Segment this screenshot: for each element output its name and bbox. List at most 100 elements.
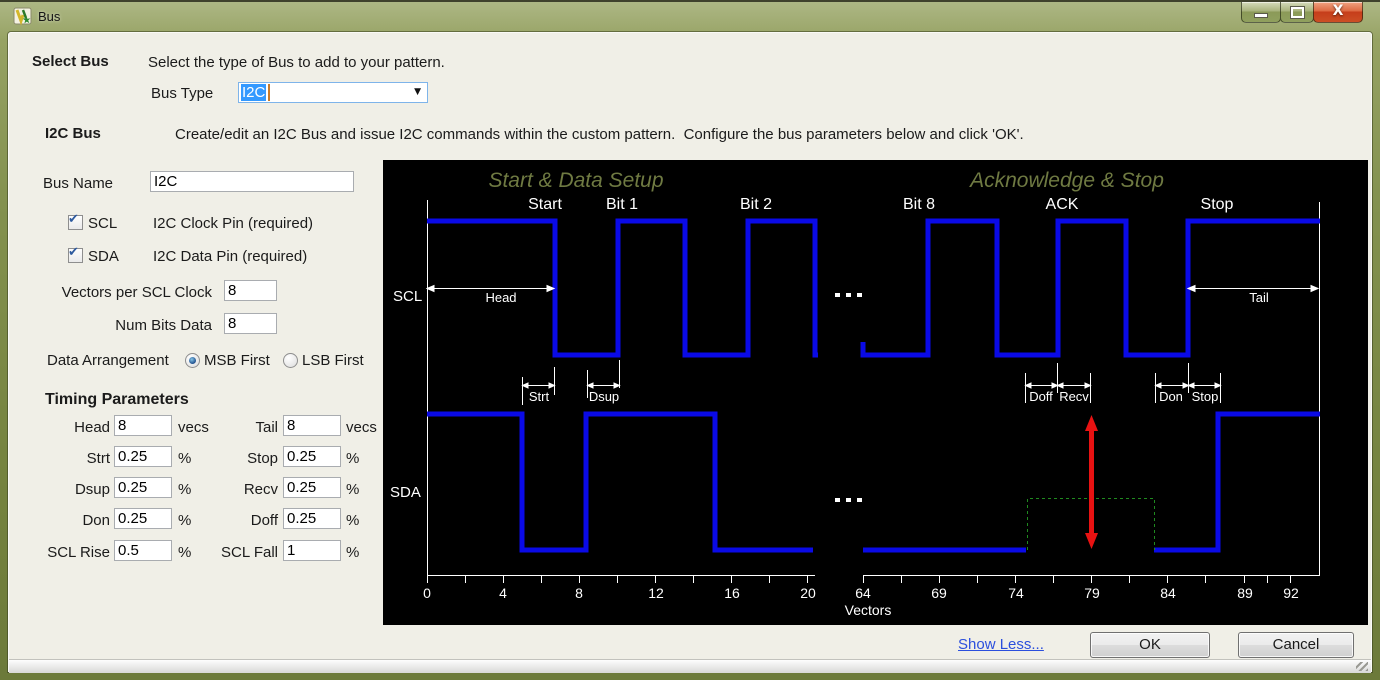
axis-tick-labels: 0 4 8 12 16 20 64 69 74 79 84 89 92 bbox=[423, 585, 1299, 601]
timing-input[interactable] bbox=[283, 446, 341, 467]
window-title: Bus bbox=[38, 9, 61, 24]
sda-waveform bbox=[427, 411, 1320, 553]
timing-label: Dsup bbox=[74, 481, 110, 498]
bus-type-combobox[interactable]: I2C ▼ bbox=[238, 82, 428, 103]
sda-description: I2C Data Pin (required) bbox=[153, 248, 308, 265]
sda-checkbox[interactable]: ✔ bbox=[68, 245, 83, 263]
minimize-icon bbox=[1254, 13, 1268, 18]
timing-label: Don bbox=[82, 512, 110, 529]
timing-label: Tail bbox=[255, 419, 278, 436]
axes bbox=[427, 200, 1320, 583]
section-title-left: Start & Data Setup bbox=[488, 169, 663, 192]
scl-description: I2C Clock Pin (required) bbox=[153, 215, 314, 232]
svg-text:8: 8 bbox=[575, 585, 583, 601]
close-icon: X bbox=[1332, 3, 1344, 19]
msb-first-radio[interactable] bbox=[185, 353, 200, 368]
timing-label: SCL Fall bbox=[221, 544, 278, 561]
timing-label: Head bbox=[74, 419, 110, 436]
timing-parameters-heading: Timing Parameters bbox=[45, 391, 189, 408]
svg-text:64: 64 bbox=[855, 585, 871, 601]
head-annotation: Head bbox=[485, 290, 516, 305]
checkbox-check-icon: ✔ bbox=[68, 212, 79, 227]
close-button[interactable]: X bbox=[1313, 2, 1363, 23]
tail-arrow bbox=[1186, 284, 1320, 293]
i2c-bus-description: Create/edit an I2C Bus and issue I2C com… bbox=[175, 126, 1024, 143]
timing-label: Recv bbox=[243, 481, 278, 498]
section-title-right: Acknowledge & Stop bbox=[968, 169, 1164, 192]
svg-text:79: 79 bbox=[1084, 585, 1100, 601]
waveform-panel: Start & Data Setup Acknowledge & Stop St… bbox=[383, 160, 1368, 625]
timing-unit: % bbox=[178, 481, 192, 498]
phase-label-bit8: Bit 8 bbox=[903, 196, 935, 213]
show-less-link[interactable]: Show Less... bbox=[958, 636, 1044, 653]
timing-unit: % bbox=[178, 450, 192, 467]
status-bar bbox=[9, 659, 1371, 673]
i2c-bus-heading: I2C Bus bbox=[45, 125, 101, 142]
timing-input[interactable] bbox=[114, 446, 172, 467]
strt-annotation: Strt bbox=[529, 389, 550, 404]
ok-button[interactable]: OK bbox=[1090, 632, 1210, 658]
timing-label: Doff bbox=[250, 512, 278, 529]
timing-input[interactable] bbox=[114, 508, 172, 529]
window-top-edge bbox=[0, 0, 1380, 2]
data-arrangement-label: Data Arrangement bbox=[47, 352, 169, 369]
phase-label-stop: Stop bbox=[1201, 196, 1234, 213]
minimize-button[interactable] bbox=[1241, 2, 1281, 23]
bus-type-selected-value: I2C bbox=[241, 84, 267, 101]
app-icon bbox=[13, 6, 33, 26]
doff-annotation: Doff bbox=[1029, 389, 1053, 404]
timing-input[interactable] bbox=[114, 477, 172, 498]
timing-label: SCL Rise bbox=[47, 544, 110, 561]
bus-name-label: Bus Name bbox=[43, 175, 114, 192]
timing-input[interactable] bbox=[114, 415, 172, 436]
timing-input[interactable] bbox=[283, 415, 341, 436]
stop-annotation: Stop bbox=[1192, 389, 1219, 404]
strt-marker bbox=[521, 367, 556, 405]
timing-unit: % bbox=[178, 512, 192, 529]
lsb-first-radio[interactable] bbox=[283, 353, 298, 368]
recv-annotation: Recv bbox=[1059, 389, 1089, 404]
timing-input[interactable] bbox=[283, 477, 341, 498]
scl-checkbox-label: SCL bbox=[88, 215, 118, 232]
timing-unit: % bbox=[178, 544, 192, 561]
timing-unit: vecs bbox=[346, 419, 377, 436]
left-axis-ticks bbox=[427, 576, 808, 583]
timing-input[interactable] bbox=[283, 508, 341, 529]
svg-text:4: 4 bbox=[499, 585, 507, 601]
dsup-annotation: Dsup bbox=[589, 389, 619, 404]
waveform-diagram: Start & Data Setup Acknowledge & Stop St… bbox=[390, 169, 1320, 618]
svg-text:20: 20 bbox=[800, 585, 816, 601]
svg-text:16: 16 bbox=[724, 585, 740, 601]
timing-unit: vecs bbox=[178, 419, 209, 436]
timing-label: Strt bbox=[86, 450, 110, 467]
bus-name-input[interactable] bbox=[150, 171, 354, 192]
maximize-icon bbox=[1289, 6, 1305, 19]
vectors-per-scl-input[interactable] bbox=[224, 280, 277, 301]
select-bus-description: Select the type of Bus to add to your pa… bbox=[148, 54, 445, 71]
timing-input[interactable] bbox=[114, 540, 172, 561]
x-axis-label: Vectors bbox=[845, 602, 892, 618]
num-bits-input[interactable] bbox=[224, 313, 277, 334]
dropdown-arrow-icon[interactable]: ▼ bbox=[414, 87, 421, 97]
phase-label-bit2: Bit 2 bbox=[740, 196, 772, 213]
bus-type-label: Bus Type bbox=[151, 85, 214, 102]
sda-checkbox-label: SDA bbox=[88, 248, 119, 265]
resize-grip[interactable] bbox=[1356, 662, 1368, 671]
scl-checkbox[interactable]: ✔ bbox=[68, 212, 83, 230]
timing-unit: % bbox=[346, 512, 360, 529]
timing-input[interactable] bbox=[283, 540, 341, 561]
doff-recv-markers bbox=[1024, 363, 1092, 403]
tail-annotation: Tail bbox=[1249, 290, 1269, 305]
break-ellipsis bbox=[835, 293, 862, 502]
svg-text:74: 74 bbox=[1008, 585, 1024, 601]
scl-waveform bbox=[427, 218, 1320, 358]
sda-signal-label: SDA bbox=[390, 484, 421, 501]
svg-text:89: 89 bbox=[1237, 585, 1253, 601]
head-arrow bbox=[425, 284, 556, 293]
timing-unit: % bbox=[346, 450, 360, 467]
phase-label-bit1: Bit 1 bbox=[606, 196, 638, 213]
checkbox-check-icon: ✔ bbox=[68, 245, 79, 260]
cancel-button[interactable]: Cancel bbox=[1238, 632, 1354, 658]
maximize-button[interactable] bbox=[1280, 2, 1314, 23]
phase-label-ack: ACK bbox=[1046, 196, 1079, 213]
